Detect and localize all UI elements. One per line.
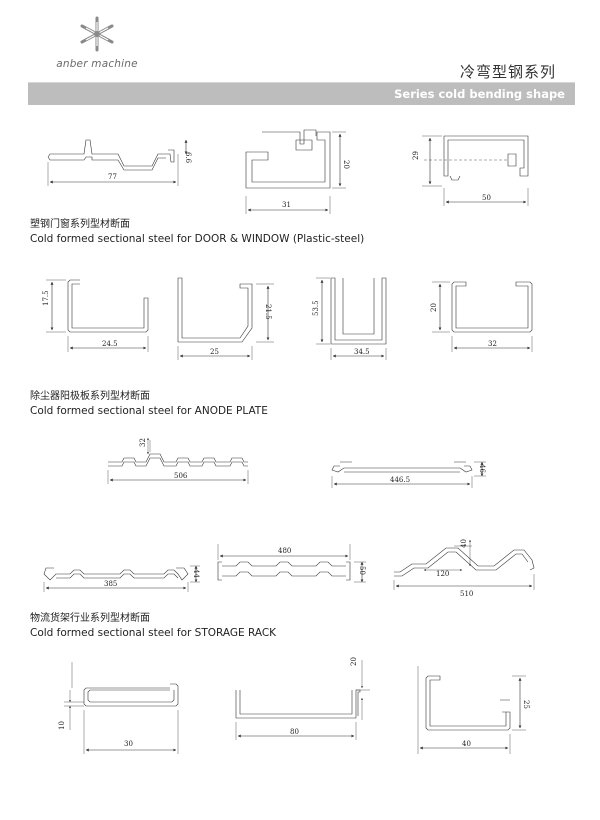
dim-label: 40 (462, 740, 471, 748)
profile-anode-plate-2 (331, 461, 486, 488)
dim-label: 25 (210, 348, 219, 356)
profile-door-window-4 (46, 279, 149, 352)
dim-label: 446.5 (390, 476, 410, 484)
profile-anode-plate-1 (107, 437, 249, 484)
profile-door-window-2 (245, 129, 346, 214)
caption-cn: 塑钢门窗系列型材断面 (30, 219, 130, 230)
dim-label: 20 (342, 160, 350, 169)
dim-label: 25 (522, 700, 530, 709)
dim-label: 506 (174, 472, 188, 480)
profile-anode-plate-3 (43, 565, 200, 592)
profile-door-window-1 (47, 139, 188, 186)
dim-label: 44 (192, 569, 200, 578)
dim-label: 50 (358, 566, 366, 575)
profile-door-window-3 (422, 135, 529, 206)
dim-label: 32 (139, 438, 147, 447)
dim-label: 6.6 (184, 152, 192, 164)
dim-label: 29 (412, 151, 420, 160)
profile-door-window-5 (177, 277, 274, 360)
dim-label: 77 (108, 173, 117, 181)
dim-label: 31 (282, 201, 291, 209)
dim-label: 17.5 (42, 290, 50, 306)
dim-label: 480 (278, 547, 291, 555)
section-caption-anode-plate: 除尘器阳极板系列型材断面 Cold formed sectional steel… (30, 390, 268, 418)
dim-label: 80 (290, 728, 299, 736)
profile-storage-rack-2 (235, 660, 370, 740)
band-title: Series cold bending shape (394, 87, 565, 101)
brand-name: anber machine (56, 58, 138, 70)
dim-label: 34.5 (354, 348, 370, 356)
caption-cn: 除尘器阳极板系列型材断面 (30, 391, 150, 402)
dim-label: 32 (488, 340, 497, 348)
title-band: Series cold bending shape (28, 82, 575, 105)
profile-door-window-6 (316, 277, 387, 360)
dim-label: 20 (430, 303, 438, 312)
caption-en: Cold formed sectional steel for DOOR & W… (30, 233, 365, 245)
dim-label: 10 (58, 721, 66, 730)
dim-label: 53.5 (312, 300, 320, 316)
profile-anode-plate-4 (217, 544, 366, 583)
dim-label: 30 (124, 740, 133, 748)
dim-label: 24.5 (102, 340, 118, 348)
dim-label: 120 (436, 570, 449, 578)
profile-door-window-7 (432, 281, 533, 352)
dim-label: 510 (460, 590, 473, 598)
dim-label: 40 (460, 539, 468, 548)
dim-label: 50 (482, 194, 491, 202)
dim-label: 46 (478, 464, 486, 473)
caption-en: Cold formed sectional steel for ANODE PL… (30, 405, 268, 417)
profile-anode-plate-5 (393, 539, 535, 590)
caption-en: Cold formed sectional steel for STORAGE … (30, 627, 277, 639)
page-title-cn: 冷弯型钢系列 (459, 63, 556, 81)
section-caption-door-window: 塑钢门窗系列型材断面 Cold formed sectional steel f… (30, 218, 364, 246)
profile-storage-rack-3 (417, 666, 526, 754)
dim-label: 385 (104, 580, 117, 588)
caption-cn: 物流货架行业系列型材断面 (30, 613, 150, 624)
dim-label: 21.5 (264, 304, 272, 320)
profile-storage-rack-1 (64, 662, 179, 754)
brand-logo: anber machine (42, 14, 152, 78)
snowflake-star-icon (80, 16, 114, 52)
dim-label: 20 (350, 657, 358, 666)
section-caption-storage-rack: 物流货架行业系列型材断面 Cold formed sectional steel… (30, 612, 276, 640)
